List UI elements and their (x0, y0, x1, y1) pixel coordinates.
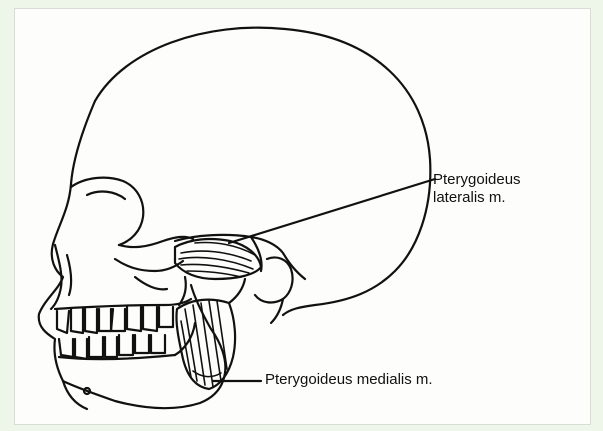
lateral-label-line1: Pterygoideus (433, 171, 521, 189)
lateral-label-line2: lateralis m. (433, 189, 521, 207)
diagram-frame: Pterygoideus lateralis m. Pterygoideus m… (14, 8, 591, 425)
lower-teeth (59, 335, 165, 359)
upper-teeth (57, 307, 173, 333)
lateral-pterygoid-muscle (175, 239, 261, 279)
orbit (71, 178, 143, 245)
lateral-pterygoid-label: Pterygoideus lateralis m. (433, 171, 521, 207)
skull-illustration (15, 9, 590, 424)
leader-line-lateral (229, 179, 435, 243)
cranium-outline (95, 28, 430, 315)
medial-pterygoid-muscle (176, 300, 235, 389)
medial-pterygoid-label: Pterygoideus medialis m. (265, 371, 433, 389)
